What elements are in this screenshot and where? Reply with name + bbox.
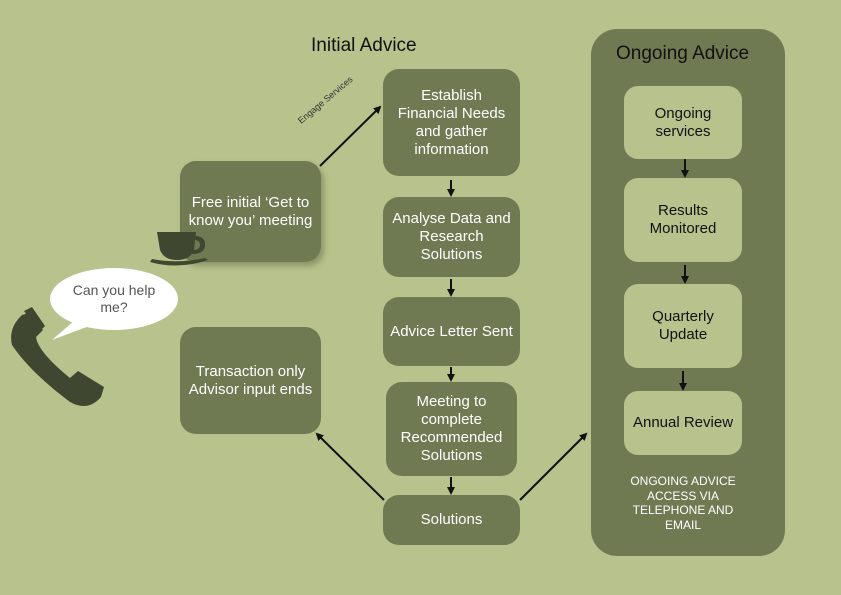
step-transaction-only: Transaction only Advisor input ends [180,327,321,434]
speech-bubble: Can you help me? [50,268,178,330]
speech-bubble-text: Can you help me? [72,282,156,315]
step-meeting-complete: Meeting to complete Recommended Solution… [386,382,517,476]
step-advice-letter: Advice Letter Sent [383,297,520,366]
step-establish-needs: Establish Financial Needs and gather inf… [383,69,520,176]
step-free-initial-meeting: Free initial ‘Get to know you’ meeting [180,161,321,262]
ongoing-advice-note: ONGOING ADVICE ACCESS VIA TELEPHONE AND … [630,474,736,532]
ongoing-step-quarterly-update: Quarterly Update [624,284,742,368]
step-solutions: Solutions [383,495,520,545]
ongoing-step-annual-review: Annual Review [624,391,742,455]
phone-icon [11,307,104,406]
ongoing-step-ongoing-services: Ongoing services [624,86,742,159]
arrow-solutions-ongoing [519,432,588,501]
step-analyse-data: Analyse Data and Research Solutions [383,197,520,277]
arrow-solutions-transaction [315,432,385,501]
coffee-cup-icon [150,232,208,266]
arrow-engage [319,105,382,167]
initial-advice-title: Initial Advice [311,35,417,56]
ongoing-step-results-monitored: Results Monitored [624,178,742,262]
ongoing-advice-title: Ongoing Advice [616,43,750,64]
